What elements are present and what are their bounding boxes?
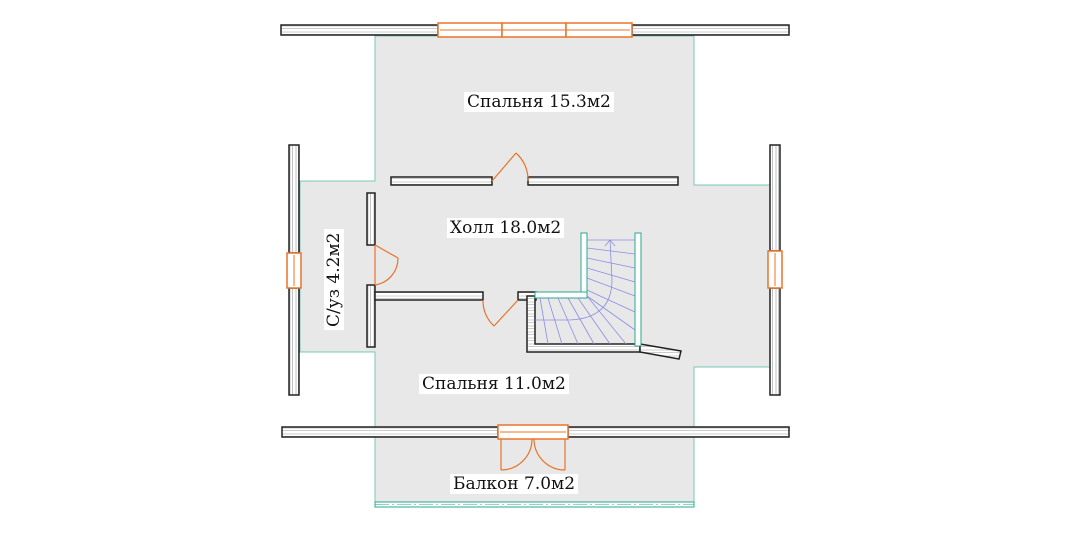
room-label-bedroom-bottom: Спальня 11.0м2 bbox=[419, 374, 569, 394]
staircase bbox=[534, 232, 642, 347]
top-windows bbox=[437, 22, 633, 38]
door-bottom-bedroom bbox=[482, 299, 519, 327]
left-wall bbox=[286, 144, 302, 396]
bottom-wall bbox=[281, 424, 790, 440]
room-label-balcony: Балкон 7.0м2 bbox=[450, 474, 579, 494]
room-label-bedroom-top: Спальня 15.3м2 bbox=[464, 92, 614, 112]
bathroom-wall bbox=[366, 192, 376, 348]
balcony-railing bbox=[374, 501, 695, 508]
door-bathroom bbox=[374, 244, 399, 286]
room-label-bathroom: С/уз 4.2м2 bbox=[324, 229, 344, 330]
room-label-hall: Холл 18.0м2 bbox=[447, 218, 565, 238]
interior-wall-top bbox=[390, 176, 679, 186]
balcony-door bbox=[500, 438, 566, 471]
door-top-bedroom bbox=[491, 152, 529, 182]
right-wall bbox=[767, 144, 783, 396]
